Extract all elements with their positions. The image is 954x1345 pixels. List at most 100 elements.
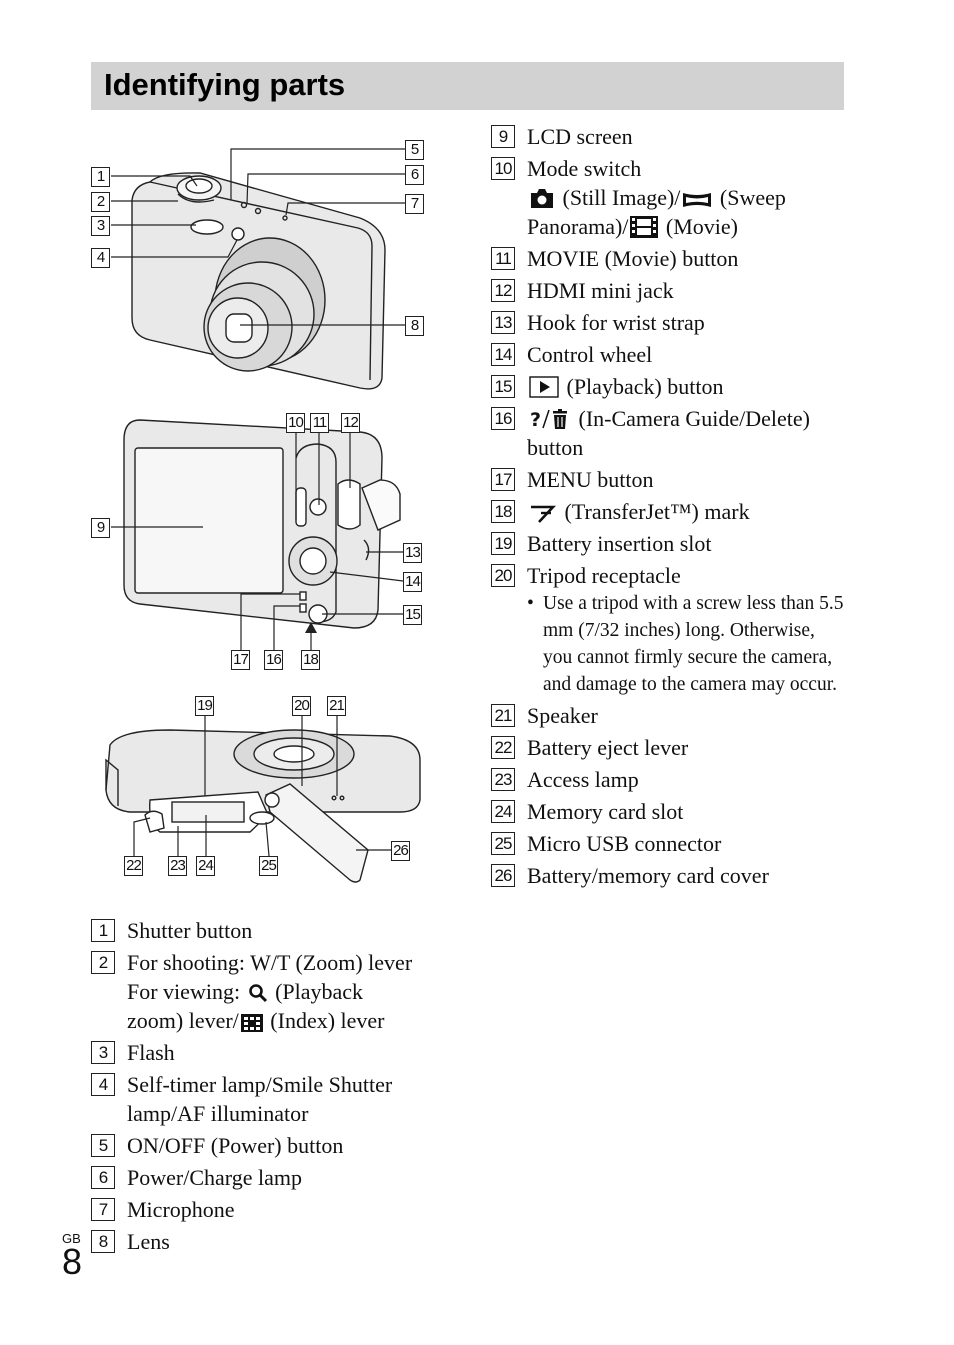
svg-text:?: ?	[530, 409, 541, 430]
legend-text: Memory card slot	[527, 799, 684, 824]
legend-number: 5	[91, 1134, 115, 1157]
legend-text: Lens	[127, 1229, 170, 1254]
legend-item: 18 (TransferJet™) mark	[491, 497, 846, 526]
callout-11: 11	[310, 413, 329, 433]
legend-item: 26 Battery/memory card cover	[491, 861, 846, 890]
callout-17: 17	[231, 650, 250, 670]
legend-number: 25	[491, 832, 515, 855]
film-icon	[630, 216, 659, 238]
legend-left: 1 Shutter button 2 For shooting: W/T (Zo…	[91, 916, 451, 1259]
legend-text-line: Panorama)/ (Movie)	[527, 214, 738, 239]
title-bar: Identifying parts	[91, 62, 844, 110]
legend-text: Self-timer lamp/Smile Shutter lamp/AF il…	[127, 1072, 393, 1126]
legend-number: 23	[491, 768, 515, 791]
legend-item: 5 ON/OFF (Power) button	[91, 1131, 451, 1160]
legend-number: 14	[491, 343, 515, 366]
legend-item: 23 Access lamp	[491, 765, 846, 794]
callout-20: 20	[292, 696, 311, 716]
legend-number: 3	[91, 1041, 115, 1064]
legend-number: 9	[491, 125, 515, 148]
page-number: GB 8	[62, 1231, 83, 1282]
callout-26: 26	[391, 841, 410, 861]
panorama-icon	[683, 193, 712, 207]
callout-18: 18	[301, 650, 320, 670]
legend-number: 21	[491, 704, 515, 727]
callout-12: 12	[341, 413, 360, 433]
question-trash-icon: ?	[530, 409, 567, 430]
legend-item: 22 Battery eject lever	[491, 733, 846, 762]
camera-back-view	[123, 419, 401, 629]
legend-text: Battery insertion slot	[527, 531, 712, 556]
legend-item: 16 ? (In-Camera Guide/Delete) button	[491, 404, 846, 462]
legend-right: 9 LCD screen 10 Mode switch (Still Image…	[491, 122, 846, 893]
legend-item: 13 Hook for wrist strap	[491, 308, 846, 337]
magnifier-icon	[248, 984, 267, 1003]
legend-number: 16	[491, 407, 515, 430]
legend-item: 7 Microphone	[91, 1195, 451, 1224]
legend-number: 17	[491, 468, 515, 491]
callout-7: 7	[405, 194, 424, 214]
callout-1: 1	[91, 167, 110, 187]
legend-number: 26	[491, 864, 515, 887]
callout-9: 9	[91, 518, 110, 538]
legend-text: Power/Charge lamp	[127, 1165, 302, 1190]
legend-number: 12	[491, 279, 515, 302]
callout-16: 16	[264, 650, 283, 670]
legend-number: 8	[91, 1230, 115, 1253]
legend-item: 9 LCD screen	[491, 122, 846, 151]
callout-10: 10	[286, 413, 305, 433]
legend-number: 2	[91, 951, 115, 974]
legend-text: MENU button	[527, 467, 654, 492]
region-code: GB	[62, 1231, 81, 1246]
legend-number: 24	[491, 800, 515, 823]
legend-text: (TransferJet™) mark	[564, 499, 750, 524]
legend-text: (In-Camera Guide/Delete) button	[527, 406, 810, 460]
legend-item: 11 MOVIE (Movie) button	[491, 244, 846, 273]
callout-23: 23	[168, 856, 187, 876]
legend-number: 15	[491, 375, 515, 398]
page-title: Identifying parts	[104, 67, 346, 102]
legend-text: LCD screen	[527, 124, 633, 149]
legend-number: 10	[491, 157, 515, 180]
legend-item: 4 Self-timer lamp/Smile Shutter lamp/AF …	[91, 1070, 451, 1128]
legend-text: Micro USB connector	[527, 831, 722, 856]
legend-number: 7	[91, 1198, 115, 1221]
callout-13: 13	[403, 543, 422, 563]
legend-text: For shooting: W/T (Zoom) lever	[127, 950, 413, 975]
legend-item: 20 Tripod receptacle •Use a tripod with …	[491, 561, 846, 698]
legend-item: 6 Power/Charge lamp	[91, 1163, 451, 1192]
camera-front-view	[131, 172, 386, 390]
callout-21: 21	[327, 696, 346, 716]
legend-text: MOVIE (Movie) button	[527, 246, 739, 271]
transferjet-icon	[531, 505, 556, 523]
legend-item: 15 (Playback) button	[491, 372, 846, 401]
legend-text: Speaker	[527, 703, 598, 728]
legend-text: Access lamp	[527, 767, 639, 792]
legend-text: Mode switch	[527, 156, 642, 181]
legend-item: 14 Control wheel	[491, 340, 846, 369]
callout-15: 15	[403, 605, 422, 625]
callout-2: 2	[91, 192, 110, 212]
legend-text: Shutter button	[127, 918, 253, 943]
legend-number: 13	[491, 311, 515, 334]
legend-number: 18	[491, 500, 515, 523]
legend-number: 11	[491, 247, 515, 270]
legend-text: Microphone	[127, 1197, 235, 1222]
callout-19: 19	[195, 696, 214, 716]
legend-item: 8 Lens	[91, 1227, 451, 1256]
callout-5: 5	[405, 140, 424, 160]
legend-text-line: (Still Image)/ (Sweep	[527, 183, 846, 212]
legend-item: 17 MENU button	[491, 465, 846, 494]
legend-item: 24 Memory card slot	[491, 797, 846, 826]
callout-14: 14	[403, 572, 422, 592]
page-number-value: 8	[62, 1241, 83, 1282]
legend-text: Battery eject lever	[527, 735, 689, 760]
legend-text: HDMI mini jack	[527, 278, 674, 303]
callout-22: 22	[124, 856, 143, 876]
legend-item: 19 Battery insertion slot	[491, 529, 846, 558]
legend-item: 25 Micro USB connector	[491, 829, 846, 858]
legend-text-line: zoom) lever/ (Index) lever	[127, 1008, 385, 1033]
callout-6: 6	[405, 165, 424, 185]
legend-text-line: For viewing: (Playback	[127, 979, 364, 1004]
play-icon	[529, 376, 559, 398]
